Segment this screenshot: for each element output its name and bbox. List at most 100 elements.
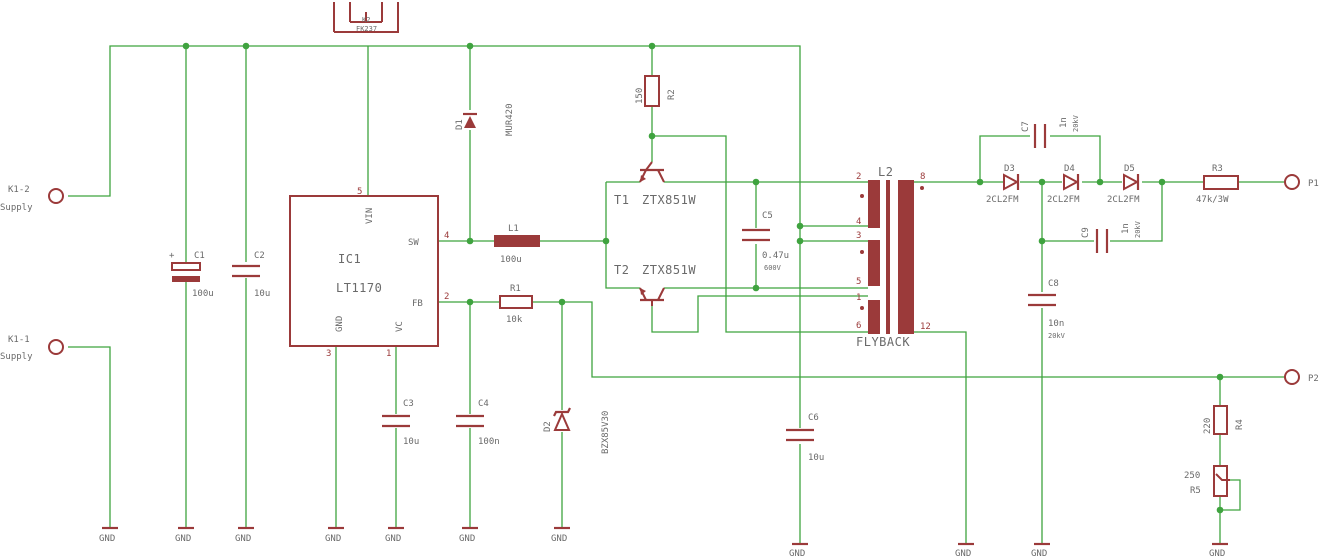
resistor-r4: R4 220	[1203, 405, 1245, 435]
diode-d1: D1 MUR420	[455, 103, 515, 136]
c3-name: C3	[403, 399, 414, 409]
c9-name: C9	[1081, 227, 1091, 238]
svg-text:GND: GND	[789, 549, 805, 558]
connector-k1-2: K1-2 Supply	[0, 185, 64, 213]
capacitor-c5: C5 0.47u 600V	[742, 211, 789, 272]
svg-text:GND: GND	[1209, 549, 1225, 558]
wires	[68, 45, 1285, 544]
diode-d5: D5 2CL2FM	[1107, 164, 1140, 205]
ic1-pin-fb: FB	[412, 299, 423, 309]
c2-value: 10u	[254, 289, 270, 299]
gnd-4: GND	[325, 526, 344, 544]
r2-value: 150	[635, 88, 645, 104]
capacitor-c3: C3 10u	[382, 399, 419, 447]
r4-value: 220	[1203, 418, 1213, 434]
svg-text:GND: GND	[99, 534, 115, 544]
r1-value: 10k	[506, 315, 523, 325]
r2-name: R2	[667, 89, 677, 100]
c7-name: C7	[1021, 121, 1031, 132]
resistor-r3: R3 47k/3W	[1196, 164, 1239, 205]
ic1-pin-gnd: GND	[335, 316, 345, 332]
ic1-pin-num-sw: 4	[444, 231, 449, 241]
svg-text:GND: GND	[955, 549, 971, 558]
ic1-pin-num-vc: 1	[386, 349, 391, 359]
c2-name: C2	[254, 251, 265, 261]
c9-value: 1n	[1121, 223, 1131, 234]
transformer-l2: L2 FLYBACK 2 4 3 5 1 6 8 12	[856, 165, 931, 349]
gnd-7: GND	[551, 526, 570, 544]
t1-name: T1	[614, 193, 629, 207]
svg-text:GND: GND	[235, 534, 251, 544]
c4-name: C4	[478, 399, 489, 409]
t1-value: ZTX851W	[642, 193, 696, 207]
ic1-pin-num-fb: 2	[444, 292, 449, 302]
r5-value: 250	[1184, 471, 1200, 481]
c1-name: C1	[194, 251, 205, 261]
gnd-8: GND	[789, 542, 808, 558]
l2-pin-6: 6	[856, 321, 861, 331]
gnd-5: GND	[385, 526, 404, 544]
l2-pin-4: 4	[856, 217, 861, 227]
t2-name: T2	[614, 263, 629, 277]
d5-value: 2CL2FM	[1107, 195, 1140, 205]
output-p1-label: P1	[1308, 179, 1319, 189]
c8-rating: 20kV	[1048, 332, 1066, 340]
capacitor-c6: C6 10u	[786, 413, 824, 463]
r4-name: R4	[1235, 419, 1245, 430]
svg-text:GND: GND	[385, 534, 401, 544]
r1-name: R1	[510, 284, 521, 294]
gnd-10: GND	[1031, 542, 1050, 558]
ic1-pin-vin: VIN	[365, 208, 375, 224]
c5-rating: 600V	[764, 264, 782, 272]
c1-value: 100u	[192, 289, 214, 299]
trimmer-r5: 250 R5	[1184, 465, 1230, 497]
l2-value: FLYBACK	[856, 335, 910, 349]
svg-text:GND: GND	[551, 534, 567, 544]
ic1-name: IC1	[338, 252, 361, 266]
capacitor-c4: C4 100n	[456, 399, 500, 447]
r3-value: 47k/3W	[1196, 195, 1229, 205]
l2-name: L2	[878, 165, 893, 179]
gnd-6: GND	[459, 526, 478, 544]
d2-value: BZX85V30	[601, 411, 611, 454]
capacitor-c7: C7 1n 20kV	[1021, 114, 1080, 148]
inductor-l1: L1 100u	[494, 224, 540, 265]
ic1-pin-num-gnd: 3	[326, 349, 331, 359]
c6-name: C6	[808, 413, 819, 423]
l1-value: 100u	[500, 255, 522, 265]
capacitor-c2: C2 10u	[232, 251, 270, 299]
l2-pin-8: 8	[920, 172, 925, 182]
d5-name: D5	[1124, 164, 1135, 174]
ic1-pin-sw: SW	[408, 238, 419, 248]
diode-d2: D2 BZX85V30	[543, 407, 611, 454]
junctions	[182, 42, 1224, 514]
connector-k1-2-label: Supply	[0, 203, 33, 213]
ic1-lt1170: IC1 LT1170 VIN SW FB GND VC 5 4 2 3 1	[289, 187, 449, 359]
d4-value: 2CL2FM	[1047, 195, 1080, 205]
output-p2-label: P2	[1308, 374, 1319, 384]
c7-value: 1n	[1059, 117, 1069, 128]
transistor-t2: T2 ZTX851W	[614, 263, 696, 306]
connector-k1-1: K1-1 Supply	[0, 335, 64, 362]
d1-name: D1	[455, 119, 465, 130]
c7-rating: 20kV	[1072, 114, 1080, 132]
connector-k1-2-name: K1-2	[8, 185, 30, 195]
connector-k1-1-name: K1-1	[8, 335, 30, 345]
diode-d4: D4 2CL2FM	[1047, 164, 1080, 205]
output-p1: P1	[1284, 174, 1319, 190]
d4-name: D4	[1064, 164, 1075, 174]
output-p2: P2	[1284, 369, 1319, 385]
diode-d3: D3 2CL2FM	[986, 164, 1020, 205]
l2-pin-2: 2	[856, 172, 861, 182]
l2-pin-3: 3	[856, 231, 861, 241]
ic1-pin-vc: VC	[395, 321, 405, 332]
transistor-t1: T1 ZTX851W	[614, 161, 696, 207]
r3-name: R3	[1212, 164, 1223, 174]
d3-value: 2CL2FM	[986, 195, 1019, 205]
c8-name: C8	[1048, 279, 1059, 289]
c3-value: 10u	[403, 437, 419, 447]
c4-value: 100n	[478, 437, 500, 447]
capacitor-c9: C9 1n 20kV	[1081, 220, 1142, 253]
d1-value: MUR420	[505, 103, 515, 136]
